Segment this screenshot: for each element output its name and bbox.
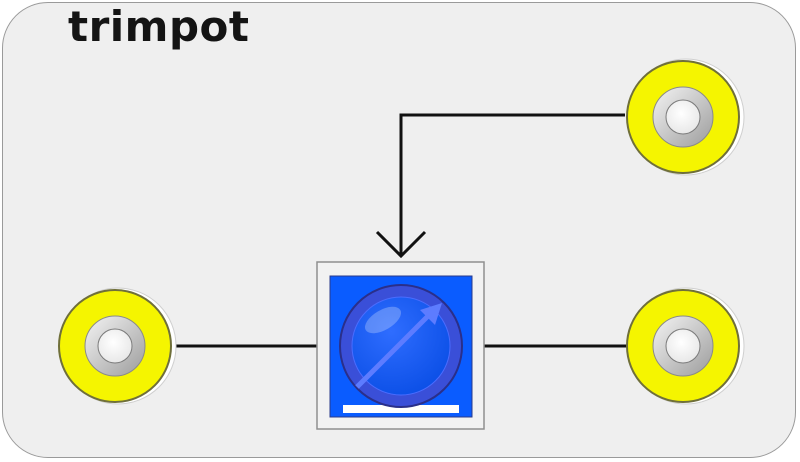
trimpot-component[interactable] [316,261,485,430]
terminal-left[interactable] [58,287,177,405]
trimpot-base-slot [343,405,459,413]
terminal-top-right[interactable] [626,58,745,176]
wiper-arrowhead [375,230,427,259]
wiper-arrowhead-icon [420,303,442,325]
wiper-arrow-icon [355,314,430,389]
terminal-right[interactable] [626,287,745,405]
wire-top-to-wiper [399,113,625,254]
module-title: trimpot [68,2,250,51]
